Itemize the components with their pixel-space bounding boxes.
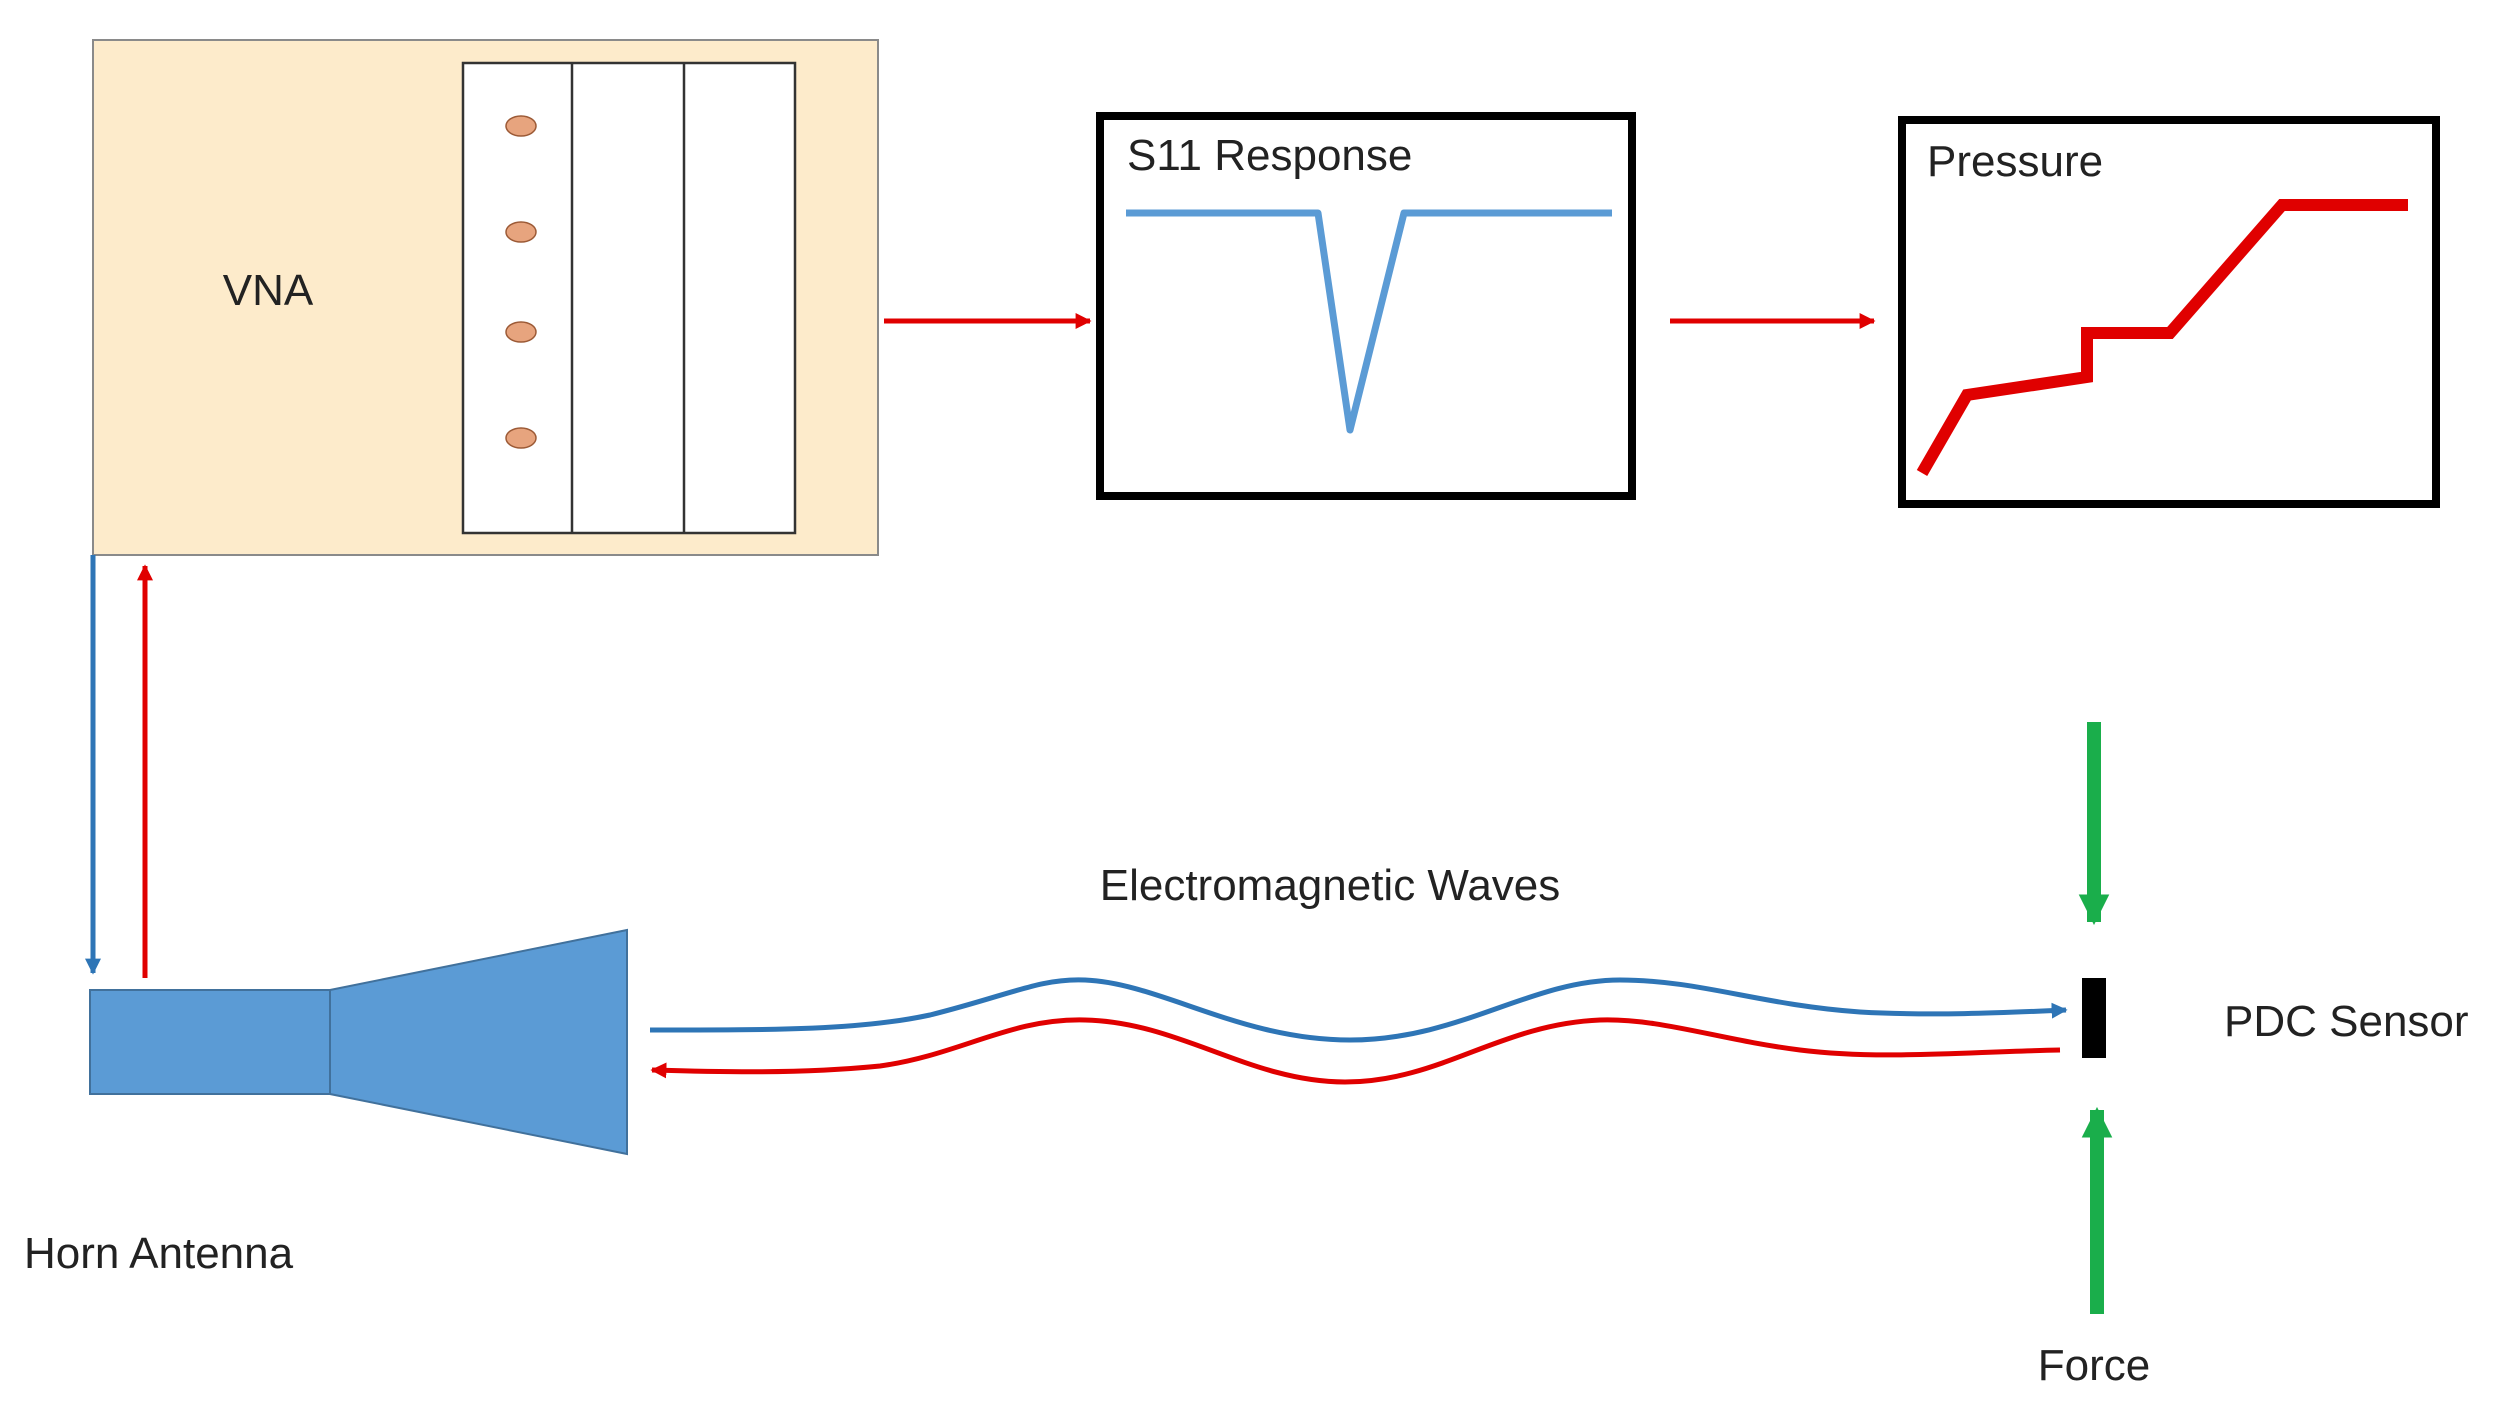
force-label: Force (2038, 1341, 2150, 1390)
vna-port-dot (505, 427, 537, 449)
s11-trace (1126, 209, 1612, 434)
vna-panel-outline (461, 61, 797, 535)
vna-label: VNA (223, 266, 314, 315)
pressure-frame (1898, 116, 2440, 508)
em-wave-reflected (650, 1017, 2061, 1085)
antenna-horn-flare (329, 928, 628, 1156)
pressure-trace (1916, 199, 2408, 476)
s11-title: S11 Response (1127, 131, 1412, 180)
horn-antenna-label: Horn Antenna (24, 1229, 294, 1278)
pressure-box: Pressure (1898, 116, 2440, 508)
pdc-sensor (2082, 978, 2106, 1058)
antenna-feed (89, 989, 331, 1095)
vna-instrument: VNA (92, 39, 879, 556)
horn-antenna (89, 928, 628, 1156)
pdc-sensor-label: PDC Sensor (2224, 997, 2469, 1046)
pressure-title: Pressure (1927, 137, 2103, 186)
em-wave-outgoing (649, 977, 2068, 1043)
vna-port-dot (505, 221, 537, 243)
s11-frame (1096, 112, 1636, 500)
vna-port-dot (505, 115, 537, 137)
vna-panel (461, 61, 797, 535)
em-waves-label: Electromagnetic Waves (1100, 861, 1561, 910)
s11-response-box: S11 Response (1096, 112, 1636, 500)
vna-port-dot (505, 321, 537, 343)
